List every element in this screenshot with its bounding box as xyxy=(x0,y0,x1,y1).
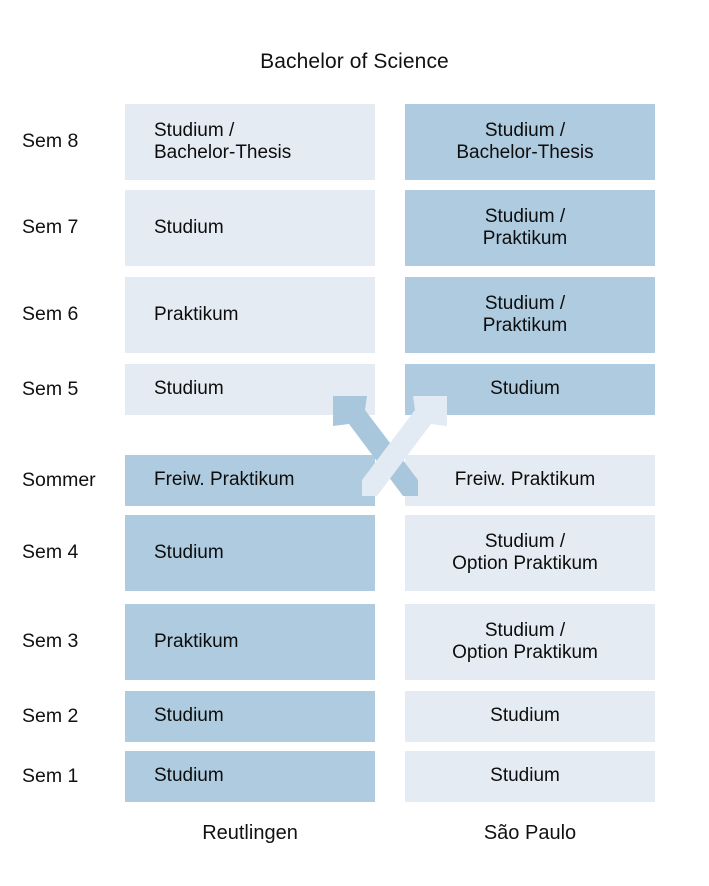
cell-right: Studium / Option Praktikum xyxy=(405,604,655,680)
cell-left: Studium xyxy=(125,691,375,742)
semester-row: Sem 5 Studium Studium xyxy=(0,364,709,415)
cell-right: Studium / Bachelor-Thesis xyxy=(405,104,655,180)
cell-right: Studium / Praktikum xyxy=(405,190,655,266)
cell-left: Praktikum xyxy=(125,277,375,353)
cell-left: Studium xyxy=(125,751,375,802)
semester-row: Sem 3 Praktikum Studium / Option Praktikum xyxy=(0,604,709,680)
semester-row: Sommer Freiw. Praktikum Freiw. Praktikum xyxy=(0,455,709,506)
cell-right: Studium xyxy=(405,751,655,802)
semester-row: Sem 4 Studium Studium / Option Praktikum xyxy=(0,515,709,591)
cell-left: Praktikum xyxy=(125,604,375,680)
page-title: Bachelor of Science xyxy=(260,50,449,73)
cell-right: Studium / Praktikum xyxy=(405,277,655,353)
row-label: Sommer xyxy=(22,468,96,491)
row-label: Sem 2 xyxy=(22,704,79,727)
semester-row: Sem 7 Studium Studium / Praktikum xyxy=(0,190,709,266)
cell-right: Studium / Option Praktikum xyxy=(405,515,655,591)
semester-row: Sem 1 Studium Studium xyxy=(0,751,709,802)
row-label: Sem 3 xyxy=(22,630,79,652)
row-label: Sem 6 xyxy=(22,303,79,325)
footer-label-sao-paulo: São Paulo xyxy=(483,822,577,844)
cell-left: Studium xyxy=(125,364,375,415)
cell-left: Studium xyxy=(125,190,375,266)
cell-left: Freiw. Praktikum xyxy=(125,455,375,506)
semester-row: Sem 8 Studium / Bachelor-Thesis Studium / … xyxy=(0,104,709,180)
cell-left: Studium / Bachelor-Thesis xyxy=(125,104,375,180)
row-label: Sem 7 xyxy=(22,216,79,238)
cell-right: Studium xyxy=(405,364,655,415)
cell-right: Studium xyxy=(405,691,655,742)
semester-row: Sem 2 Studium Studium xyxy=(0,691,709,742)
semester-row: Sem 6 Praktikum Studium / Praktikum xyxy=(0,277,709,353)
cell-left: Studium xyxy=(125,515,375,591)
row-label: Sem 5 xyxy=(22,377,79,400)
footer-label-reutlingen: Reutlingen xyxy=(202,822,298,844)
row-label: Sem 8 xyxy=(22,130,79,152)
row-label: Sem 4 xyxy=(22,541,79,563)
row-label: Sem 1 xyxy=(22,764,79,787)
cell-right: Freiw. Praktikum xyxy=(405,455,655,506)
